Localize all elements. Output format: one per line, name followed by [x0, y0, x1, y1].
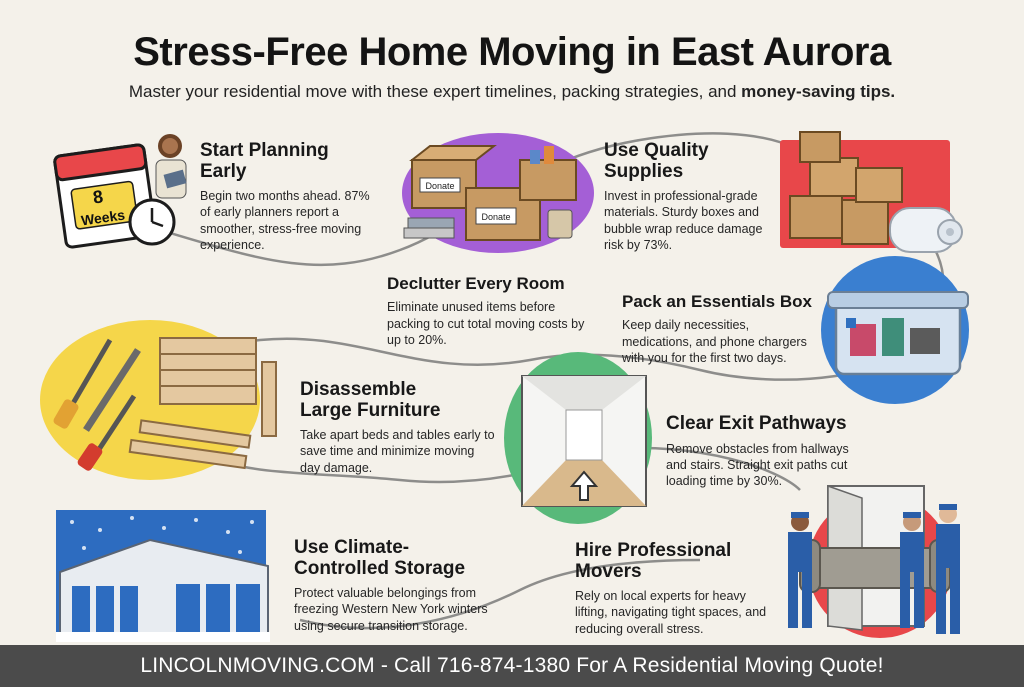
- page-subtitle: Master your residential move with these …: [0, 82, 1024, 102]
- tip-declutter: Declutter Every Room Eliminate unused it…: [387, 274, 587, 348]
- bed-frame-icon: [128, 337, 277, 470]
- tools-icon: [53, 338, 141, 471]
- mover-person-icon: [788, 512, 812, 628]
- tip-start-planning: Start Planning Early Begin two months ah…: [200, 140, 378, 253]
- snow-icon: [70, 516, 254, 554]
- tip-title: Clear Exit Pathways: [666, 413, 847, 434]
- subtitle-lead: Master your residential move with these …: [128, 82, 742, 101]
- tip-text: Remove obstacles from hallways and stair…: [666, 441, 849, 489]
- tip-text: Begin two months ahead. 87% of early pla…: [200, 189, 370, 252]
- calendar-weeks: Weeks: [80, 206, 126, 228]
- tip-disassemble-furniture: Disassemble Large Furniture Take apart b…: [300, 379, 496, 476]
- clock-icon: [128, 198, 176, 246]
- tip-climate-storage: Use Climate-Controlled Storage Protect v…: [294, 537, 508, 634]
- tip-title: Use Climate-Controlled Storage: [294, 537, 466, 579]
- tip-text: Eliminate unused items before packing to…: [387, 300, 585, 347]
- tip-text: Keep daily necessities, medications, and…: [622, 318, 807, 365]
- tip-text: Rely on local experts for heavy lifting,…: [575, 589, 767, 636]
- calendar-number: 8: [92, 186, 105, 207]
- tip-hire-movers: Hire Professional Movers Rely on local e…: [575, 540, 767, 637]
- mover-person-icon: [900, 512, 924, 628]
- tip-title: Use Quality Supplies: [604, 140, 709, 182]
- donation-boxes-icon: Donate Donate: [403, 145, 577, 241]
- tip-title: Start Planning Early: [200, 140, 329, 182]
- tip-text: Invest in professional-grade materials. …: [604, 189, 763, 252]
- couch-icon: [799, 539, 951, 593]
- tip-essentials-box: Pack an Essentials Box Keep daily necess…: [622, 292, 822, 366]
- tip-title: Disassemble Large Furniture: [300, 379, 441, 421]
- bubble-wrap-icon: [889, 207, 963, 253]
- tip-title: Declutter Every Room: [387, 274, 565, 293]
- tip-title: Hire Professional Movers: [575, 540, 732, 582]
- planner-person-icon: [155, 134, 187, 199]
- hallway-icon: [521, 375, 647, 507]
- tip-clear-pathways: Clear Exit Pathways Remove obstacles fro…: [666, 413, 872, 489]
- storage-building-icon: [56, 538, 270, 642]
- page-title: Stress-Free Home Moving in East Aurora: [133, 30, 891, 74]
- subtitle-bold: money-saving tips.: [741, 82, 896, 101]
- mover-person-icon: [936, 504, 960, 634]
- donate-label-2: Donate: [481, 212, 510, 222]
- tip-text: Take apart beds and tables early to save…: [300, 428, 495, 475]
- tip-text: Protect valuable belongings from freezin…: [294, 586, 488, 633]
- essentials-bin-icon: [827, 291, 969, 376]
- footer-banner: LINCOLNMOVING.COM - Call 716-874-1380 Fo…: [0, 645, 1024, 687]
- donate-label-1: Donate: [425, 181, 454, 191]
- cardboard-boxes-icon: [789, 131, 903, 245]
- tip-quality-supplies: Use Quality Supplies Invest in professio…: [604, 140, 774, 253]
- tip-title: Pack an Essentials Box: [622, 292, 812, 311]
